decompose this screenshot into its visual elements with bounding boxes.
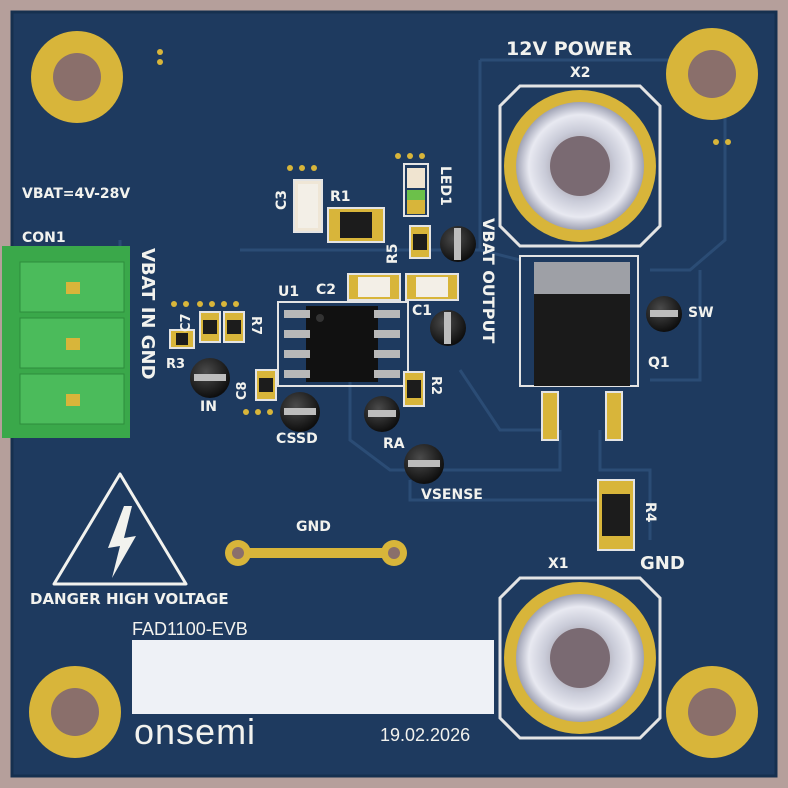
capacitor-c7 <box>199 311 221 343</box>
testpoint-cssd-label: CSSD <box>276 431 318 447</box>
testpoint-sw-label: SW <box>688 305 714 321</box>
refdes-c1: C1 <box>412 303 433 319</box>
refdes-con1: CON1 <box>22 230 66 246</box>
refdes-r4: R4 <box>642 502 658 523</box>
testpoint-vbat-output-2[interactable] <box>430 310 466 346</box>
capacitor-c2 <box>347 273 401 301</box>
refdes-led1: LED1 <box>437 166 453 206</box>
resistor-r5 <box>409 225 431 259</box>
capacitor-c8 <box>255 369 277 401</box>
refdes-c7: C7 <box>179 313 194 332</box>
refdes-r7: R7 <box>248 316 263 336</box>
brand-logo: onsemi <box>134 711 257 752</box>
mounting-hole-tl <box>31 31 123 123</box>
capacitor-c3 <box>293 179 323 233</box>
testpoint-vbat-output-1[interactable] <box>440 226 476 262</box>
mounting-hole-br <box>666 666 758 758</box>
testpoint-ra-label: RA <box>383 436 405 452</box>
testpoint-cssd[interactable] <box>280 392 320 432</box>
vbat-range-label: VBAT=4V-28V <box>22 186 131 202</box>
testpoint-in-label: IN <box>200 399 217 415</box>
resistor-r3 <box>169 329 195 349</box>
refdes-x2: X2 <box>570 65 591 81</box>
board-date: 19.02.2026 <box>380 725 471 745</box>
mounting-hole-tr <box>666 28 758 120</box>
mosfet-q1 <box>519 255 639 441</box>
high-voltage-icon <box>52 472 188 586</box>
warning-text: DANGER HIGH VOLTAGE <box>30 590 229 608</box>
refdes-x1: X1 <box>548 556 569 572</box>
gnd-wire-jumper[interactable] <box>225 540 407 566</box>
resistor-r1 <box>327 207 385 243</box>
ic-u1 <box>277 301 409 387</box>
wire-gnd-label: GND <box>296 519 331 535</box>
power-label: 12V POWER <box>506 38 633 60</box>
refdes-c8: C8 <box>235 381 250 400</box>
connector-con1[interactable] <box>2 246 130 438</box>
resistor-r2 <box>403 371 425 407</box>
refdes-c2: C2 <box>316 282 337 298</box>
connector-pin-labels: VBAT IN GND <box>137 248 158 380</box>
refdes-r3: R3 <box>166 357 186 372</box>
board-name: FAD1100-EVB <box>132 619 248 639</box>
terminal-x2[interactable] <box>498 84 662 248</box>
mounting-hole-bl <box>29 666 121 758</box>
gnd-label: GND <box>640 553 685 574</box>
refdes-r2: R2 <box>428 376 443 396</box>
label-blank-area <box>132 640 494 714</box>
refdes-r1: R1 <box>330 189 351 205</box>
testpoint-in[interactable] <box>190 358 230 398</box>
testpoint-ra[interactable] <box>364 396 400 432</box>
refdes-q1: Q1 <box>648 355 670 371</box>
testpoint-vsense-label: VSENSE <box>421 487 483 503</box>
refdes-r5: R5 <box>385 243 401 264</box>
copper-traces <box>118 58 727 540</box>
terminal-x1[interactable] <box>498 576 662 740</box>
testpoint-sw[interactable] <box>646 296 682 332</box>
refdes-u1: U1 <box>278 284 300 300</box>
resistor-r7 <box>223 311 245 343</box>
vias <box>157 49 731 415</box>
testpoint-vsense[interactable] <box>404 444 444 484</box>
refdes-c3: C3 <box>274 189 290 210</box>
vbat-output-label: VBAT OUTPUT <box>479 218 498 344</box>
led-led1 <box>403 163 429 217</box>
resistor-r4 <box>597 479 635 551</box>
capacitor-c1 <box>405 273 459 301</box>
